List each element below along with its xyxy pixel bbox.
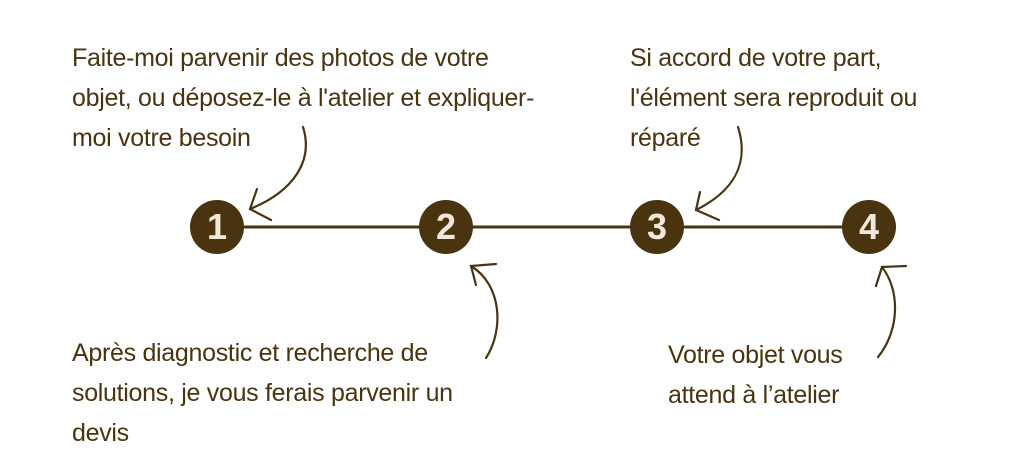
- text-line: solutions, je vous ferais parvenir un: [72, 379, 453, 407]
- arrow-step-2-icon: [469, 262, 499, 360]
- text-line: devis: [72, 419, 129, 447]
- step-3-description: Si accord de votre part, l'élément sera …: [630, 38, 917, 158]
- step-4-number: 4: [842, 200, 896, 254]
- step-1-description: Faite-moi parvenir des photos de votre o…: [72, 38, 534, 158]
- text-line: objet, ou déposez-le à l'atelier et expl…: [72, 84, 535, 112]
- arrow-step-1-icon: [248, 125, 307, 222]
- step-1-number: 1: [190, 200, 244, 254]
- step-3-number: 3: [630, 200, 684, 254]
- arrow-step-3-icon: [694, 125, 743, 222]
- step-2-number: 2: [419, 200, 473, 254]
- text-line: Faite-moi parvenir des photos de votre: [72, 44, 489, 72]
- arrow-step-4-icon: [874, 264, 908, 359]
- text-line: Votre objet vous: [668, 341, 843, 369]
- text-line: Si accord de votre part,: [630, 44, 882, 72]
- step-2-description: Après diagnostic et recherche de solutio…: [72, 333, 453, 453]
- text-line: attend à l’atelier: [668, 381, 840, 409]
- text-line: moi votre besoin: [72, 124, 251, 152]
- step-4-description: Votre objet vous attend à l’atelier: [668, 335, 843, 415]
- text-line: l'élément sera reproduit ou: [630, 84, 918, 112]
- text-line: Après diagnostic et recherche de: [72, 339, 428, 367]
- text-line: réparé: [630, 124, 701, 152]
